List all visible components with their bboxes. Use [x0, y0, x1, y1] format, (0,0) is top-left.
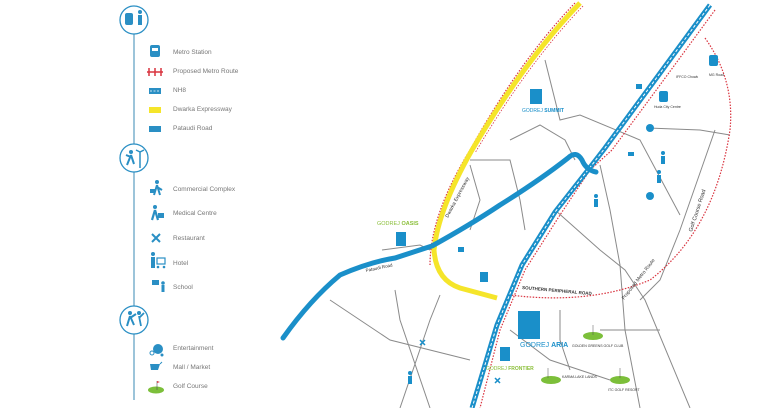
mall-marker	[628, 152, 634, 156]
legend-dwarka-expressway: Dwarka Expressway	[173, 106, 232, 113]
medical-marker	[661, 151, 665, 155]
medical-marker	[594, 194, 598, 198]
nh8-road	[469, 3, 713, 408]
medical-marker	[408, 371, 412, 375]
golf-course-icon	[148, 381, 164, 394]
golf-course-marker: KARMA LAKE LANDS	[541, 368, 597, 384]
legend-pataudi-road: Pataudi Road	[173, 125, 213, 132]
svg-text:ITC GOLF RESORT: ITC GOLF RESORT	[608, 388, 640, 392]
legend-group-transport-icon	[119, 5, 149, 35]
spr-label: SOUTHERN PERIPHERAL ROAD	[522, 285, 593, 296]
project-summit[interactable]: GODREJ SUMMIT	[522, 89, 564, 114]
medical-centre-icon	[150, 205, 164, 221]
svg-text:GODREJ SUMMIT: GODREJ SUMMIT	[522, 108, 564, 114]
legend-school: School	[173, 284, 193, 291]
school-marker	[458, 247, 464, 252]
svg-text:GODREJ FRONTIER: GODREJ FRONTIER	[486, 366, 534, 372]
legend-commercial-complex: Commercial Complex	[173, 186, 236, 193]
svg-text:GODREJ OASIS: GODREJ OASIS	[377, 221, 419, 227]
entertainment-marker	[646, 192, 654, 200]
legend-group-leisure-icon	[119, 143, 149, 173]
svg-text:GOLDEN GREENS GOLF CLUB: GOLDEN GREENS GOLF CLUB	[572, 344, 624, 348]
project-frontier[interactable]: GODREJ FRONTIER	[486, 347, 534, 372]
pataudi-road-label: Pataudi Road	[365, 262, 393, 273]
commercial-complex-icon	[150, 180, 163, 196]
metro-station-marker[interactable]: MG Road	[709, 55, 724, 77]
nh8-icon	[149, 88, 161, 94]
legend-hotel: Hotel	[173, 260, 189, 267]
medical-marker	[480, 272, 488, 282]
legend-mall-market: Mall / Market	[173, 364, 211, 371]
entertainment-icon	[149, 344, 164, 357]
school-marker	[636, 84, 642, 89]
project-oasis[interactable]: GODREJ OASIS	[377, 221, 419, 246]
restaurant-marker	[419, 339, 426, 346]
legend-golf-course: Golf Course	[173, 383, 208, 390]
legend-entertainment: Entertainment	[173, 345, 214, 352]
mall-market-icon	[150, 361, 163, 370]
metro-station-icon	[150, 45, 160, 57]
metro-station-marker[interactable]: Huda City Centre	[654, 91, 681, 109]
proposed-metro-route-icon	[147, 68, 163, 76]
svg-text:GODREJ ARIA: GODREJ ARIA	[520, 342, 568, 349]
legend-group-sports-icon	[119, 305, 149, 335]
hotel-icon	[151, 252, 166, 269]
pataudi-road-icon	[149, 126, 161, 132]
local-roads	[329, 59, 731, 408]
project-aria[interactable]: GODREJ ARIA	[518, 311, 568, 349]
restaurant-marker	[494, 377, 501, 384]
svg-text:KARMA LAKE LANDS: KARMA LAKE LANDS	[562, 375, 597, 379]
restaurant-icon	[151, 233, 161, 243]
golf-course-marker: ITC GOLF RESORT	[608, 368, 640, 392]
svg-text:IFFCO Chowk: IFFCO Chowk	[676, 75, 698, 79]
entertainment-marker	[646, 124, 654, 132]
dwarka-metro-edge	[474, 5, 584, 154]
metro-station-marker[interactable]: IFFCO Chowk	[676, 75, 698, 79]
pataudi-road	[280, 152, 599, 341]
dwarka-expressway-road	[431, 1, 582, 301]
golf-course-marker: GOLDEN GREENS GOLF CLUB	[572, 325, 624, 348]
dwarka-expressway-icon	[149, 107, 161, 113]
legend-restaurant: Restaurant	[173, 235, 205, 242]
legend-proposed-metro-route: Proposed Metro Route	[173, 68, 239, 75]
legend-nh8: NH8	[173, 87, 187, 94]
legend-metro-station: Metro Station	[173, 49, 212, 56]
svg-text:MG Road: MG Road	[709, 73, 724, 77]
svg-text:Huda City Centre: Huda City Centre	[654, 105, 681, 109]
amenity-markers	[408, 84, 665, 384]
school-icon	[152, 280, 165, 292]
hotel-marker	[657, 170, 661, 174]
legend-medical-centre: Medical Centre	[173, 210, 217, 217]
